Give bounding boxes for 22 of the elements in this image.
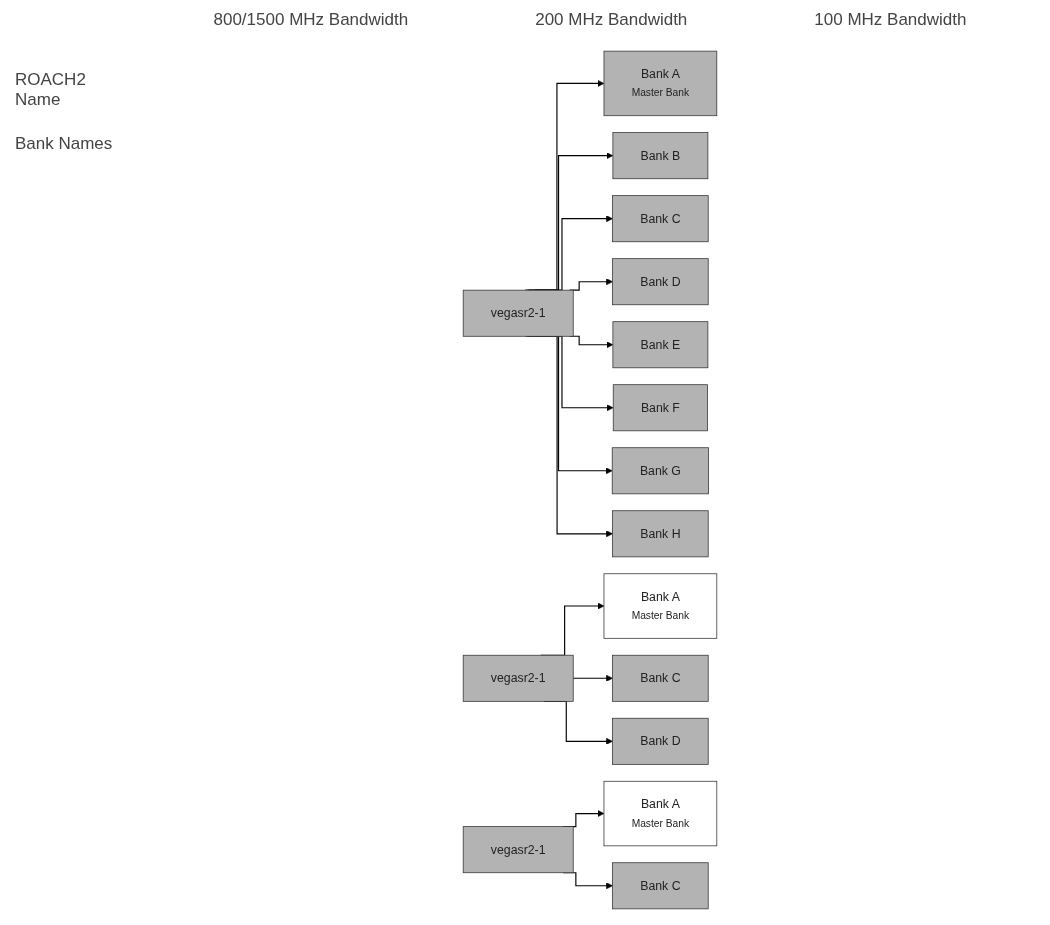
column-heading: 800/1500 MHz Bandwidth [213,10,409,30]
node-box: Bank G [611,447,709,495]
node-box: Bank F [612,384,708,432]
node-box: Bank A Master Bank [603,573,718,639]
node-box: Bank H [612,510,709,558]
node-box: Bank D [612,258,709,306]
node-box: vegasr2-1 [462,654,574,702]
node-box: Bank C [612,862,709,910]
arrow [572,674,613,682]
node-box: Bank B [612,132,709,180]
node-box: vegasr2-1 [462,826,574,874]
node-box: vegasr2-1 [462,289,574,337]
row-label: Bank Names [15,134,114,154]
node-box: Bank A Master Bank [603,50,718,117]
node-box: Bank D [612,717,709,765]
node-box: Bank A Master Bank [603,780,718,847]
row-label: ROACH2 Name [15,70,87,110]
node-box: Bank C [612,195,709,243]
node-box: Bank C [612,654,709,702]
node-box: Bank E [612,321,709,369]
column-heading: 100 MHz Bandwidth [814,10,967,30]
column-heading: 200 MHz Bandwidth [535,10,688,30]
